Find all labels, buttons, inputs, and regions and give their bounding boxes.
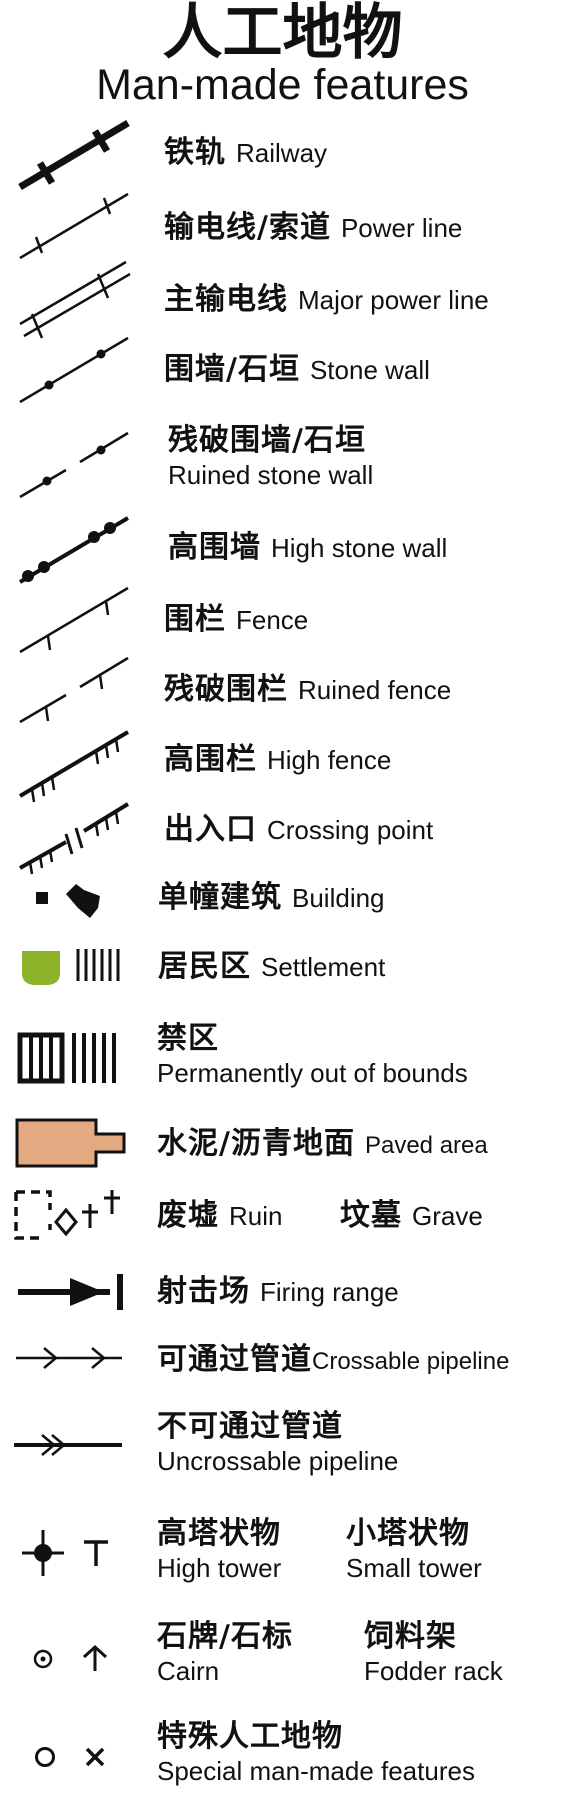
legend-row-paved-area: 水泥/沥青地面 Paved area <box>0 1110 565 1175</box>
cairn-fodder-rack-icon <box>33 1644 108 1671</box>
firing-range-icon <box>18 1274 123 1310</box>
label-en: Stone wall <box>309 355 430 385</box>
legend-row-fence: 围栏 Fence <box>0 580 565 655</box>
label-zh: 残破围墙/石垣 <box>168 423 366 458</box>
label-zh-2: 小塔状物 <box>346 1516 470 1551</box>
legend-row-crossing-point: 出入口 Crossing point <box>0 790 565 875</box>
label-en: High fence <box>267 745 392 775</box>
label-zh: 输电线/索道 <box>164 210 331 245</box>
label-zh: 水泥/沥青地面 <box>157 1126 355 1161</box>
out-of-bounds-icon <box>17 1032 116 1084</box>
legend-row-firing-range: 射击场 Firing range <box>0 1260 565 1325</box>
label-en: Cairn <box>157 1656 220 1686</box>
label-zh: 不可通过管道 <box>157 1409 343 1444</box>
label-en: Railway <box>236 138 328 168</box>
label-zh: 废墟 <box>157 1198 219 1233</box>
legend-row-high-fence: 高围栏 High fence <box>0 720 565 803</box>
label-zh: 铁轨 <box>164 135 226 170</box>
label-en: Building <box>292 883 385 913</box>
building-icon <box>36 884 100 918</box>
label-zh: 残破围栏 <box>164 672 288 707</box>
legend-row-power-line: 输电线/索道 Power line <box>0 190 565 260</box>
legend-row-ruin-grave: 废墟 Ruin 坟墓 Grave <box>0 1180 565 1255</box>
label-zh-2: 饲料架 <box>364 1619 457 1654</box>
legend-row-settlement: 居民区 Settlement <box>0 935 565 1000</box>
ruined-stone-wall-icon <box>19 431 129 499</box>
label-zh: 围栏 <box>164 602 226 637</box>
label-zh: 特殊人工地物 <box>157 1719 343 1754</box>
label-zh: 石牌/石标 <box>157 1619 293 1654</box>
label-en: Power line <box>340 213 463 243</box>
title-chinese: 人工地物 <box>162 0 403 68</box>
label-zh: 可通过管道 <box>157 1342 312 1377</box>
label-zh: 主输电线 <box>164 282 288 317</box>
label-zh: 出入口 <box>164 812 257 847</box>
label-zh: 单幢建筑 <box>158 880 282 915</box>
label-en: Crossing point <box>267 815 434 845</box>
label-en: Ruin <box>229 1201 283 1231</box>
railway-icon <box>18 119 130 191</box>
label-en-2: Fodder rack <box>364 1656 503 1686</box>
tower-icon <box>22 1530 108 1576</box>
label-en-2: Small tower <box>346 1553 482 1583</box>
label-en: Uncrossable pipeline <box>157 1446 399 1476</box>
label-en-2: Grave <box>412 1201 483 1231</box>
label-en: Permanently out of bounds <box>157 1058 468 1088</box>
ruin-grave-icon <box>14 1190 120 1240</box>
label-en: Ruined stone wall <box>168 460 374 490</box>
legend-row-ruined-fence: 残破围栏 Ruined fence <box>0 650 565 725</box>
label-zh: 高围墙 <box>168 530 261 565</box>
label-zh: 围墙/石垣 <box>164 352 300 387</box>
label-zh: 禁区 <box>157 1021 219 1056</box>
label-en: Special man-made features <box>157 1756 475 1786</box>
label-en: Paved area <box>364 1132 488 1159</box>
power-line-icon <box>19 192 129 260</box>
uncrossable-pipeline-icon <box>14 1434 122 1456</box>
label-zh: 高围栏 <box>164 742 257 777</box>
label-en: Crossable pipeline <box>312 1348 510 1375</box>
legend-row-major-power-line: 主输电线 Major power line <box>0 258 565 339</box>
paved-area-icon <box>15 1118 126 1168</box>
label-en: Fence <box>236 605 309 635</box>
settlement-icon <box>22 949 120 985</box>
label-en: Firing range <box>260 1277 399 1307</box>
label-zh-2: 坟墓 <box>340 1198 402 1233</box>
legend-row-railway: 铁轨 Railway <box>0 115 565 191</box>
label-en: Settlement <box>261 952 386 982</box>
label-zh: 居民区 <box>158 949 251 984</box>
ruined-fence-icon <box>19 656 129 724</box>
high-stone-wall-icon <box>18 516 130 584</box>
label-en: High tower <box>157 1553 282 1583</box>
legend-row-crossable-pipeline: 可通过管道Crossable pipeline <box>0 1330 565 1395</box>
label-en: High stone wall <box>271 533 448 563</box>
stone-wall-icon <box>19 336 129 404</box>
legend-row-high-stone-wall: 高围墙 High stone wall <box>0 510 565 585</box>
crossable-pipeline-icon <box>16 1347 122 1369</box>
label-zh: 射击场 <box>157 1274 250 1309</box>
label-en: Ruined fence <box>298 675 452 705</box>
title-english: Man-made features <box>96 61 469 109</box>
fence-icon <box>19 586 129 654</box>
legend-row-building: 单幢建筑 Building <box>0 868 565 928</box>
special-feature-icon <box>35 1747 105 1767</box>
label-zh: 高塔状物 <box>157 1516 281 1551</box>
legend-row-stone-wall: 围墙/石垣 Stone wall <box>0 330 565 405</box>
major-power-line-icon <box>19 260 131 339</box>
crossing-point-icon <box>19 802 130 875</box>
high-fence-icon <box>18 730 130 803</box>
label-en: Major power line <box>298 285 489 315</box>
